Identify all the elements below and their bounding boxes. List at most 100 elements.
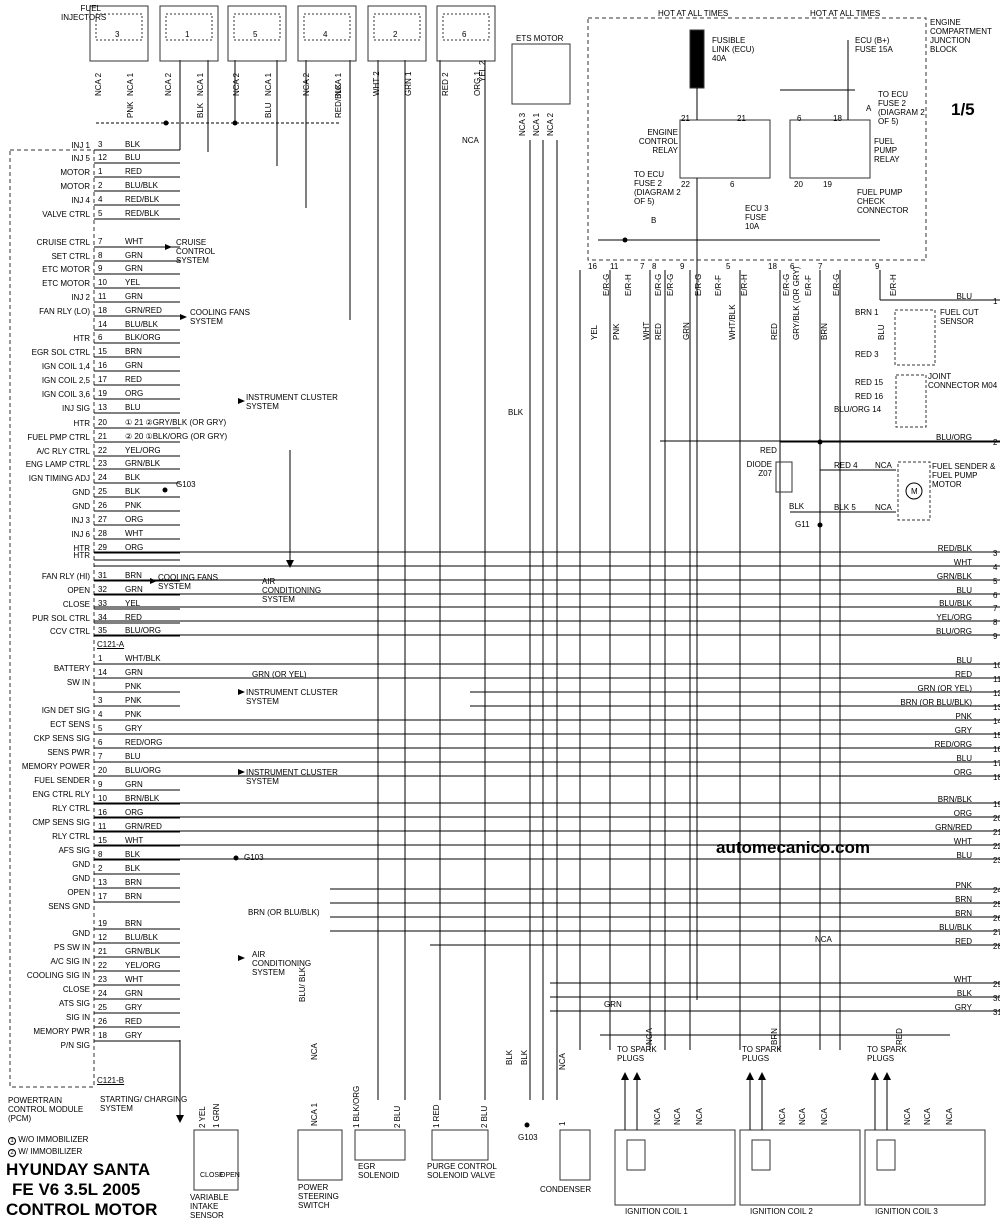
egr-solenoid-box [354, 1129, 406, 1161]
callout-arrow-icon [165, 244, 172, 250]
ground-label-g103: G103 [244, 853, 264, 862]
purge-solenoid-box [431, 1129, 489, 1161]
motor-symbol: M [911, 487, 918, 496]
wire-color-label: RED [125, 375, 142, 384]
ignition-coil-box [614, 1129, 736, 1206]
right-wire-label: GRN/RED [935, 823, 972, 832]
right-wire-label: GRY [954, 726, 972, 735]
vis-inner-open: OPEN [220, 1172, 240, 1179]
note-2-mark: 2 [8, 1149, 16, 1157]
vis-pin: 2 YEL [198, 1106, 207, 1128]
wire-color-label: GRN/BLK [125, 459, 161, 468]
junction-bottom-code: E/R-G [782, 273, 791, 296]
pcm-pin-signal: COOLING SIG IN [26, 971, 90, 980]
pcm-pin-number: 9 [98, 264, 103, 273]
wire-color-label: BLU [125, 752, 141, 761]
fuel-cut-sensor-box [894, 309, 936, 366]
pcm-pin-number: 33 [98, 599, 107, 608]
wire-color-label: ORG [125, 515, 144, 524]
pcm-pin-number: 15 [98, 836, 107, 845]
wire-color-label: YEL/ORG [125, 446, 161, 455]
sender-pin: RED 4 [834, 461, 858, 470]
pcm-pin-number: 23 [98, 459, 107, 468]
sender-pin: BLK 5 [834, 503, 856, 512]
ground-dot [817, 522, 823, 528]
callout-arrow-icon [238, 398, 245, 404]
pcm-pin-number: 4 [98, 195, 103, 204]
wire-color-label: BLK [125, 864, 141, 873]
wire-color-label: YEL/ORG [125, 961, 161, 970]
wire-color-label: WHT [125, 975, 144, 984]
wire-color-label: GRY [125, 1031, 143, 1040]
pcm-pin-signal: ENG CTRL RLY [32, 790, 90, 799]
right-edge-number: 10 [993, 661, 1000, 670]
ignition-coil-box [739, 1129, 861, 1206]
wire-color-label: BLU/BLK [125, 181, 158, 190]
junction-block-label: ENGINE COMPARTMENT JUNCTION BLOCK [930, 18, 992, 54]
wire-color-label: ORG [125, 389, 144, 398]
right-wire-label: ORG [953, 768, 972, 777]
wire-color-label: WHT [125, 237, 144, 246]
pcm-pin-signal: MOTOR [60, 182, 90, 191]
injector-wire-color: PNK [126, 101, 135, 118]
pcm-pin-signal: FUEL PMP CTRL [27, 433, 90, 442]
ets-motor-box [511, 43, 571, 105]
title-line-1: HYUNDAY SANTA [6, 1160, 151, 1179]
pcm-pin-number: 17 [98, 375, 107, 384]
fuel-pump-relay-label: FUEL PUMP RELAY [874, 137, 900, 164]
sender-pin: NCA [875, 461, 892, 470]
title-line-2: FE V6 3.5L 2005 [12, 1180, 141, 1199]
pcm-pin-number: 28 [98, 529, 107, 538]
wire-color-label: WHT [125, 836, 144, 845]
pcm-pin-number: 9 [98, 780, 103, 789]
pcm-pin-signal: RLY CTRL [52, 832, 90, 841]
pcm-pin-signal: FAN RLY (HI) [41, 572, 90, 581]
pcm-pin-signal: HTR [73, 334, 90, 343]
wire-color-label: PNK [125, 710, 142, 719]
junction-bottom-code: E/R-F [804, 275, 813, 296]
right-wire-label: BLU/BLK [939, 923, 972, 932]
pcm-pin-signal: VALVE CTRL [42, 210, 90, 219]
right-wire-label: WHT [953, 837, 972, 846]
pcm-pin-number: 20 [98, 418, 107, 427]
pcm-pin-signal: INJ 1 [71, 141, 90, 150]
junction-bottom-code: E/R-G [832, 273, 841, 296]
right-edge-number: 25 [993, 900, 1000, 909]
ground-wire: BLK [520, 1049, 529, 1065]
right-edge-number: 31 [993, 1008, 1000, 1017]
pcm-pin-signal: IGN COIL 2,5 [41, 376, 90, 385]
pcm-pin-number: 4 [98, 710, 103, 719]
injector-extra-wire: YEL 2 [478, 60, 487, 83]
fuel-injector-number: 6 [462, 30, 467, 39]
junction-bottom-code: E/R-H [624, 274, 633, 296]
wire-color-label: ORG [125, 808, 144, 817]
injector-pin-b: NCA 1 [264, 72, 273, 96]
right-wire-label: GRY [954, 1003, 972, 1012]
pcm-pin-number: 22 [98, 446, 107, 455]
callout-arrow-icon [238, 955, 245, 961]
wire-color-label: PNK [125, 501, 142, 510]
right-wire-label: BLU [956, 586, 972, 595]
pcm-pin-number: 6 [98, 738, 103, 747]
fusible-link-label: FUSIBLE LINK (ECU) 40A [712, 36, 755, 63]
pcm-pin-signal: P/N SIG [60, 1041, 90, 1050]
injector-wire-color: BLU [264, 102, 273, 118]
right-wire-label: BLU [956, 656, 972, 665]
callout-label: AIR CONDITIONING SYSTEM [262, 577, 322, 604]
purge-pin: 1 RED [432, 1104, 441, 1128]
right-wire-label: BRN (OR BLU/BLK) [900, 698, 972, 707]
pcm-pin-signal: SET CTRL [51, 252, 90, 261]
joint-pin: BLU/ORG 14 [834, 405, 882, 414]
relay-pin-number: 20 [794, 180, 803, 189]
junction-bottom-code: E/R-G [666, 273, 675, 296]
right-wire-label: RED [955, 670, 972, 679]
injector-pin-a: NCA 2 [302, 72, 311, 96]
injector-pin-a: WHT 2 [372, 71, 381, 96]
fuel-cut-pin: BRN 1 [855, 308, 879, 317]
ps-switch-box [297, 1129, 343, 1181]
pcm-pin-number: 35 [98, 626, 107, 635]
wire-color-label: YEL [125, 599, 141, 608]
pcm-pin-number: 8 [98, 850, 103, 859]
pcm-pin-signal: INJ 6 [71, 530, 90, 539]
